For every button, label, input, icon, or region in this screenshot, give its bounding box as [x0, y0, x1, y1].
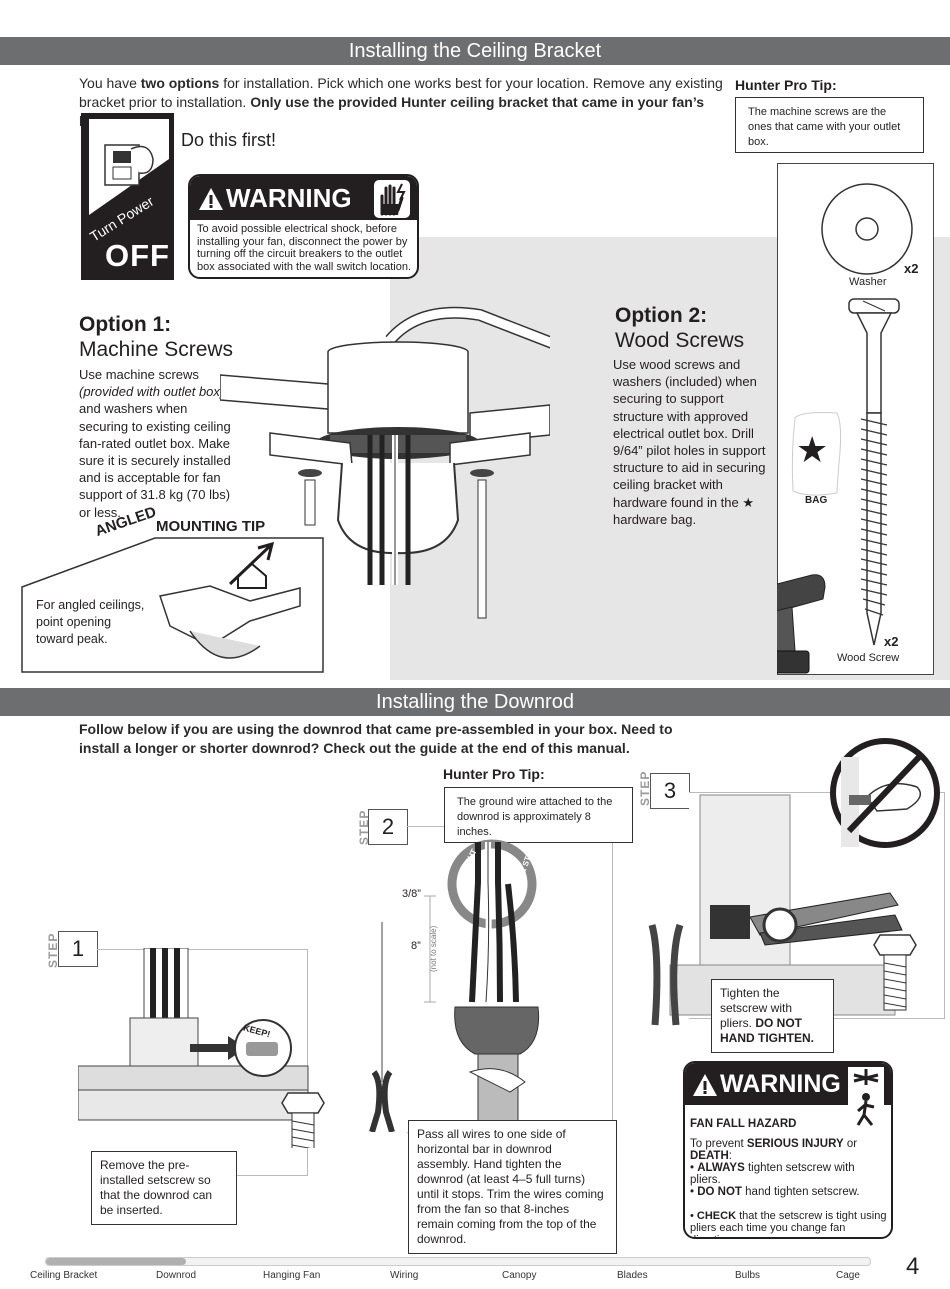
- warning-title: WARNING: [226, 183, 352, 213]
- option-1-text: Use machine screws: [79, 367, 199, 382]
- step-2-illustration: [369, 839, 540, 1132]
- washer-qty: x2: [904, 261, 919, 276]
- step-3-bold: DO NOT HAND TIGHTEN.: [720, 1016, 814, 1045]
- washer-label: Washer: [849, 276, 887, 288]
- not-to-scale-label: (not to scale): [429, 925, 438, 972]
- option-1-body: Use machine screws (provided with outlet…: [79, 366, 239, 521]
- nav-downrod[interactable]: Downrod: [156, 1270, 197, 1281]
- option-1-subtitle: Machine Screws: [79, 338, 234, 361]
- section-title-text: Installing the Downrod: [376, 691, 574, 713]
- step-3-number: 3: [650, 773, 690, 809]
- turn-power-off-tile: Turn Power OFF: [81, 113, 174, 280]
- warning-triangle-icon: [693, 1074, 717, 1096]
- step-1-number: 1: [58, 931, 98, 967]
- step-1-illustration: [78, 948, 325, 1148]
- warning-text: that the setscrew is tight using pliers …: [690, 1210, 887, 1237]
- warning-text: tighten setscrew with pliers.: [690, 1162, 855, 1186]
- angled-tip-box: [21, 537, 324, 673]
- intro-text: install a longer or shorter downrod? Che…: [79, 740, 630, 756]
- section-title-text: Installing the Ceiling Bracket: [348, 40, 602, 62]
- step-2-number: 2: [368, 809, 408, 845]
- mounting-tip-label: MOUNTING TIP: [156, 518, 266, 535]
- pro-tip-box: The machine screws are the ones that cam…: [735, 97, 924, 153]
- option-1-text: and washers when securing to existing ce…: [79, 401, 231, 520]
- warning-bullet-1: • ALWAYS tighten setscrew with pliers.: [690, 1162, 855, 1186]
- option-2-text: Use wood screws and washers (included) w…: [613, 357, 766, 510]
- step-3-callout: Tighten the setscrew with pliers. DO NOT…: [711, 979, 834, 1053]
- warning-text: To avoid possible electrical shock, befo…: [197, 223, 411, 273]
- nav-canopy[interactable]: Canopy: [502, 1270, 537, 1281]
- warning-bullet-3: • CHECK that the setscrew is tight using…: [690, 1210, 888, 1237]
- step-3-illustration: [648, 794, 917, 1026]
- warning-bullet-2: • DO NOT hand tighten setscrew.: [690, 1186, 860, 1198]
- page-number: 4: [906, 1253, 920, 1280]
- option-2-subtitle: Wood Screws: [615, 329, 745, 352]
- wood-screw-label: Wood Screw: [837, 652, 900, 664]
- intro-text: for installation. Pick which one works b…: [219, 75, 723, 91]
- warning-bold: DO NOT: [697, 1186, 742, 1198]
- fan-fall-hazard: FAN FALL HAZARD: [690, 1118, 797, 1130]
- dimension-3-8: 3/8”: [402, 888, 421, 900]
- star-icon: ★: [742, 494, 755, 510]
- option-2-body: Use wood screws and washers (included) w…: [613, 356, 773, 528]
- warning-text: To prevent: [690, 1138, 747, 1150]
- nav-ceiling-bracket[interactable]: Ceiling Bracket: [30, 1270, 98, 1281]
- prevent-line: To prevent SERIOUS INJURY or DEATH:: [690, 1138, 886, 1162]
- warning-bold: ALWAYS: [697, 1162, 745, 1174]
- pro-tip-text: The ground wire attached to the downrod …: [444, 787, 633, 843]
- intro-bold: two options: [140, 75, 220, 91]
- option-2-title: Option 2:: [615, 304, 708, 327]
- nav-cage[interactable]: Cage: [836, 1270, 860, 1281]
- pro-tip-label: Hunter Pro Tip:: [443, 766, 545, 782]
- section-title-ceiling-bracket: Installing the Ceiling Bracket: [0, 37, 950, 65]
- intro-text: bracket prior to installation.: [79, 94, 251, 110]
- option-2: Option 2: Wood Screws: [615, 304, 744, 354]
- nav-wiring[interactable]: Wiring: [390, 1270, 419, 1281]
- warning-triangle-icon: [199, 188, 223, 210]
- warning-bold: DEATH: [690, 1150, 729, 1162]
- light-switch-icon: [89, 119, 169, 215]
- falling-fan-icon: [848, 1067, 884, 1127]
- bag-label: BAG: [805, 495, 828, 506]
- option-1-italic: (provided with outlet box): [79, 384, 225, 400]
- hardware-illustration: [777, 183, 913, 674]
- angled-tip-text: For angled ceilings, point opening towar…: [36, 598, 145, 646]
- nav-bulbs[interactable]: Bulbs: [735, 1270, 761, 1281]
- warning-bold: CHECK: [696, 1210, 737, 1222]
- ceiling-bracket-illustration: [220, 306, 550, 619]
- warning-bold: SERIOUS INJURY: [746, 1138, 844, 1150]
- wood-screw-qty: x2: [884, 634, 899, 649]
- warning-text: or: [843, 1138, 858, 1150]
- pro-tip-label: Hunter Pro Tip:: [735, 77, 837, 93]
- warning-text: hand tighten setscrew.: [741, 1186, 860, 1198]
- step-2-callout: Pass all wires to one side of horizontal…: [408, 1120, 617, 1254]
- intro-text: You have: [79, 75, 141, 91]
- section-title-downrod: Installing the Downrod: [0, 688, 950, 716]
- warning-text: :: [728, 1150, 732, 1162]
- warning-box-shock: WARNING To avoid possible electrical sho…: [188, 174, 419, 279]
- warning-box-fall-hazard: WARNING FAN FALL HAZARD To prevent SERIO…: [683, 1061, 893, 1239]
- do-this-first: Do this first!: [181, 130, 277, 150]
- intro-text: Follow below if you are using the downro…: [79, 721, 673, 737]
- no-hand-tighten-icon: [830, 738, 940, 848]
- star-icon: ★: [796, 429, 829, 470]
- shock-hand-icon: [374, 180, 410, 218]
- progress-track: [45, 1257, 871, 1266]
- downrod-intro: Follow below if you are using the downro…: [79, 720, 699, 758]
- step-1-callout: Remove the pre-installed setscrew so tha…: [91, 1151, 237, 1225]
- off-label: OFF: [105, 238, 170, 273]
- pro-tip-text: The machine screws are the ones that cam…: [748, 106, 901, 148]
- dimension-8: 8”: [411, 940, 421, 952]
- nav-hanging-fan[interactable]: Hanging Fan: [263, 1270, 321, 1281]
- option-1-title: Option 1:: [79, 313, 172, 336]
- bracket-intro: You have two options for installation. P…: [79, 74, 729, 131]
- progress-fill: [46, 1258, 187, 1265]
- nav-blades[interactable]: Blades: [617, 1270, 648, 1281]
- warning-title: WARNING: [720, 1070, 841, 1098]
- step-3-text: Tighten the setscrew with pliers.: [720, 986, 793, 1030]
- option-1: Option 1: Machine Screws: [79, 313, 233, 363]
- option-2-text: hardware bag.: [613, 511, 697, 527]
